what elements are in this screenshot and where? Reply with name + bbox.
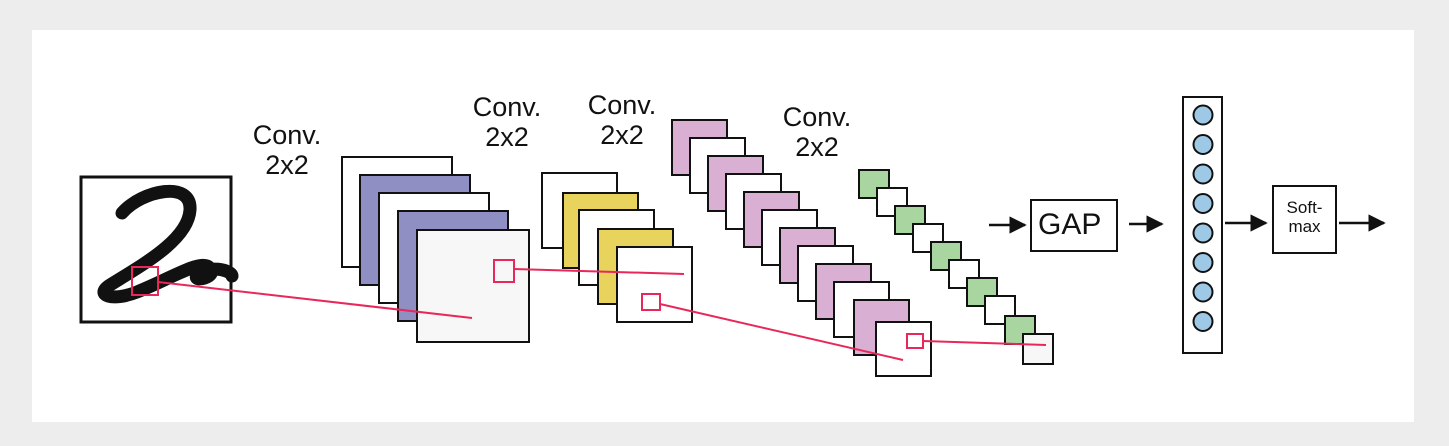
input-digit-image [79, 175, 239, 324]
conv-label-4-line1: Conv. [782, 102, 852, 132]
neuron-3 [1192, 163, 1214, 185]
digit-stroke [97, 184, 239, 304]
softmax-label-line2: max [1288, 217, 1321, 236]
feature-map-stack-1 [341, 156, 530, 343]
receptive-field-marker [493, 259, 515, 283]
softmax-block [1272, 185, 1386, 254]
softmax-label: Soft- max [1273, 198, 1336, 236]
conv-label-2-line2: 2x2 [485, 122, 529, 152]
conv-label-2-line1: Conv. [472, 92, 542, 122]
conv-label-4-line2: 2x2 [795, 132, 839, 162]
conv-label-3-line1: Conv. [587, 90, 657, 120]
cnn-architecture-diagram [79, 96, 1386, 377]
neuron-1 [1192, 104, 1214, 126]
neuron-7 [1192, 281, 1214, 303]
conv-label-3: Conv. 2x2 [577, 90, 667, 150]
receptive-field-connectors [157, 268, 1047, 361]
neuron-4 [1192, 193, 1214, 214]
gap-block [989, 199, 1164, 252]
dense-layer [1182, 96, 1268, 354]
neuron-5 [1192, 222, 1214, 244]
feature-map-stack-2 [541, 172, 693, 323]
feature-map-stack-3 [671, 119, 932, 377]
conv-label-3-line2: 2x2 [600, 120, 644, 150]
gap-label: GAP [1038, 208, 1102, 241]
neuron-6 [1192, 252, 1214, 273]
softmax-label-line1: Soft- [1286, 198, 1323, 217]
neuron-2 [1192, 134, 1214, 155]
conv-label-1-line1: Conv. [252, 120, 322, 150]
neuron-8 [1192, 311, 1214, 332]
conv-label-1-line2: 2x2 [265, 150, 309, 180]
conv-label-4: Conv. 2x2 [772, 102, 862, 162]
conv-label-1: Conv. 2x2 [242, 120, 332, 180]
diagram-canvas: Conv. 2x2 Conv. 2x2 Conv. 2x2 Conv. 2x2 … [32, 30, 1414, 422]
receptive-field-marker [131, 266, 159, 296]
receptive-field-marker [641, 293, 661, 311]
feature-map-stack-4 [858, 169, 1054, 365]
conv-label-2: Conv. 2x2 [462, 92, 552, 152]
